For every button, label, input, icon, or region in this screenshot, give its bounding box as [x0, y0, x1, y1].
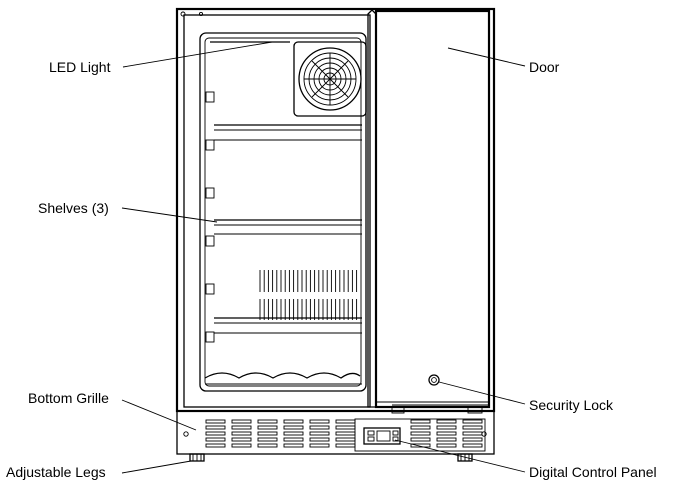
adjustable-leg [189, 453, 205, 462]
door-hinge-edge [367, 9, 377, 408]
adjustable-leg [457, 453, 473, 462]
grille-slot [462, 437, 483, 442]
interior [199, 32, 367, 392]
grille-screw [183, 431, 189, 437]
digital-control-panel [363, 427, 401, 445]
leader-security-lock [438, 381, 526, 405]
grille-screw [481, 431, 487, 437]
grille-slot [410, 437, 431, 442]
grille-slot [335, 443, 356, 448]
bottom-grille [205, 419, 483, 448]
grille-slot [410, 443, 431, 448]
grille-slot [257, 425, 278, 430]
grille-slot [410, 431, 431, 436]
grille-slot [309, 443, 330, 448]
interior-liner [199, 32, 367, 392]
grille-slot [231, 419, 252, 424]
interior-liner-inner [204, 37, 362, 387]
grille-slot [231, 431, 252, 436]
shelf [214, 124, 362, 141]
fan-bar [311, 60, 349, 98]
grille-slot [283, 431, 304, 436]
door-hinge [467, 406, 483, 414]
leader-digital-control-panel [394, 439, 526, 473]
grille-slot [335, 419, 356, 424]
grille-slot [309, 437, 330, 442]
label-digital-control-panel: Digital Control Panel [529, 464, 657, 480]
leader-bottom-grille [121, 399, 197, 431]
cabinet-frame-inner [183, 14, 371, 408]
door-panel [374, 9, 491, 409]
grille-slot [309, 431, 330, 436]
grille-slot [462, 425, 483, 430]
label-shelves: Shelves (3) [38, 200, 109, 216]
grille-slot [462, 419, 483, 424]
grille-slot [436, 425, 457, 430]
grille-slot [410, 425, 431, 430]
label-security-lock: Security Lock [529, 397, 614, 413]
fan-icon [293, 41, 367, 117]
grille-slot [283, 425, 304, 430]
leader-door [447, 47, 526, 67]
grille-slot [257, 443, 278, 448]
grille-slot [231, 425, 252, 430]
grille-slot [205, 431, 226, 436]
grille-slot [257, 419, 278, 424]
base-panel [176, 410, 495, 455]
label-led-light: LED Light [49, 59, 111, 75]
leader-adjustable-legs [121, 460, 192, 474]
leader-led-light [122, 41, 273, 68]
grille-slot [283, 443, 304, 448]
shelf [214, 317, 362, 334]
door [367, 9, 491, 414]
grille-slot [462, 443, 483, 448]
grille-slot [335, 431, 356, 436]
grille-slot [436, 419, 457, 424]
shelf-supports [205, 91, 215, 343]
grille-slot [436, 431, 457, 436]
grille-slot [309, 425, 330, 430]
grille-slot [436, 437, 457, 442]
grille-slot [436, 443, 457, 448]
base [176, 410, 495, 462]
corner-screw [198, 11, 204, 17]
door-hinge [391, 406, 405, 414]
grille-slot [283, 419, 304, 424]
grille-slot [205, 437, 226, 442]
grille-slot [205, 425, 226, 430]
bottom-wine-rack [204, 372, 361, 379]
rear-vents [259, 270, 358, 320]
grille-slot [335, 425, 356, 430]
label-bottom-grille: Bottom Grille [28, 390, 109, 406]
grille-slot [410, 419, 431, 424]
grille-slot [462, 431, 483, 436]
grille-slot [257, 431, 278, 436]
grille-slot [231, 443, 252, 448]
leader-shelves [121, 207, 218, 223]
leader-lines [121, 41, 526, 474]
shelf [214, 219, 362, 235]
grille-slot [205, 419, 226, 424]
grille-slot [257, 437, 278, 442]
grille-slot [309, 419, 330, 424]
grille-slot [205, 443, 226, 448]
grille-slot [283, 437, 304, 442]
label-adjustable-legs: Adjustable Legs [6, 464, 106, 480]
label-door: Door [529, 59, 560, 75]
lock-icon [428, 374, 440, 386]
grille-slot [335, 437, 356, 442]
corner-screw [180, 11, 186, 17]
grille-slot [231, 437, 252, 442]
